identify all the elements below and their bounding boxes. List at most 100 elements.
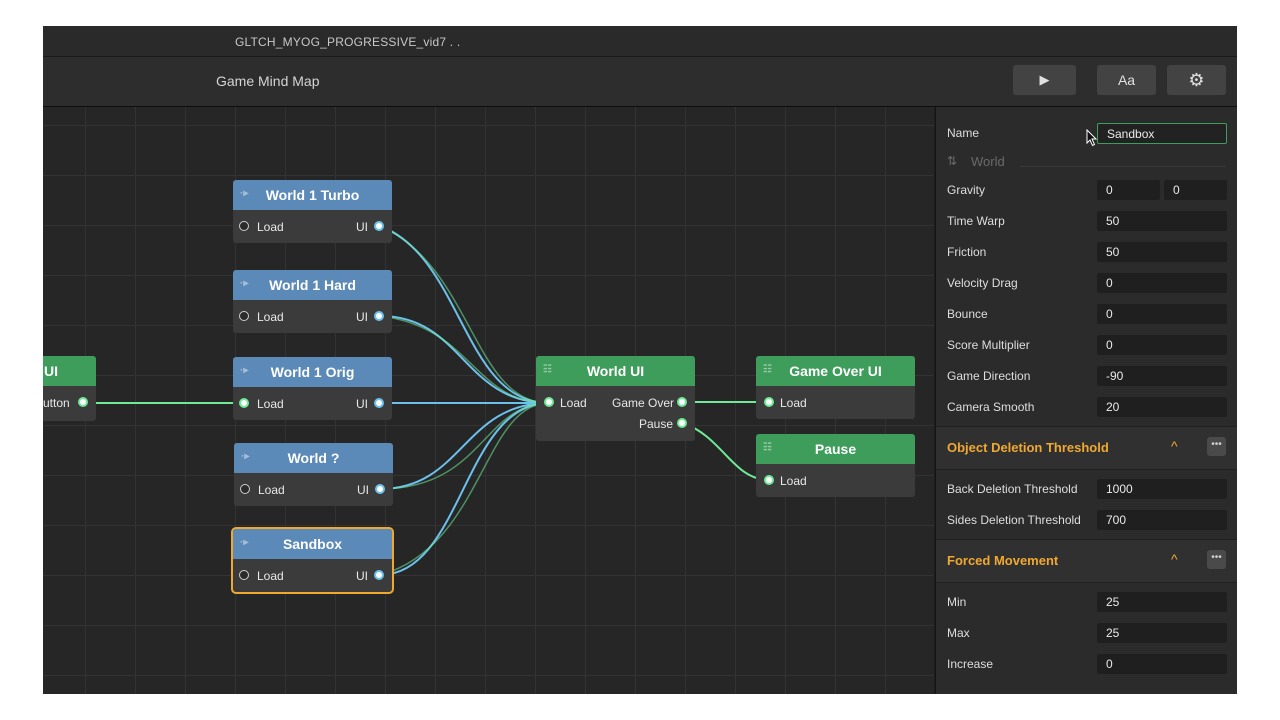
font-button[interactable]: Aa bbox=[1097, 65, 1156, 95]
node-title: World 1 Orig bbox=[270, 364, 355, 380]
node-header: ·▸World 1 Turbo bbox=[233, 180, 392, 210]
connection-wires bbox=[83, 225, 770, 576]
output-pin[interactable] bbox=[374, 311, 384, 321]
max-input[interactable]: 25 bbox=[1097, 623, 1227, 643]
node-title: World ? bbox=[287, 450, 340, 466]
input-pin[interactable] bbox=[544, 397, 554, 407]
title-bar: GLTCH_MYOG_PROGRESSIVE_vid7 . . bbox=[43, 26, 1237, 57]
prop-label-velocity-drag: Velocity Drag bbox=[947, 276, 1018, 290]
prop-label-time-warp: Time Warp bbox=[947, 214, 1005, 228]
wire-sandbox-to-worldui bbox=[379, 402, 550, 576]
node-title: World 1 Hard bbox=[269, 277, 356, 293]
time-warp-input[interactable]: 50 bbox=[1097, 211, 1227, 231]
name-input[interactable]: Sandbox bbox=[1097, 123, 1227, 144]
inspector-panel: Name Sandbox ⇅ World Gravity 0 0 Time Wa… bbox=[935, 107, 1237, 694]
increase-input[interactable]: 0 bbox=[1097, 654, 1227, 674]
prop-label-score-multiplier: Score Multiplier bbox=[947, 338, 1030, 352]
node-header: ·▸ World 1 Orig bbox=[233, 357, 392, 387]
mouse-cursor-icon bbox=[1086, 129, 1098, 147]
prop-label-max: Max bbox=[947, 626, 970, 640]
wire-q-to-worldui bbox=[379, 402, 550, 490]
min-input[interactable]: 25 bbox=[1097, 592, 1227, 612]
bounce-input[interactable]: 0 bbox=[1097, 304, 1227, 324]
node-world-unknown[interactable]: ·▸World ? Load UI bbox=[234, 443, 393, 506]
port-label: UI bbox=[356, 397, 368, 411]
play-button[interactable]: ▶ bbox=[1013, 65, 1076, 95]
prop-label-increase: Increase bbox=[947, 657, 994, 671]
friction-input[interactable]: 50 bbox=[1097, 242, 1227, 262]
wire-turbo-to-worldui bbox=[379, 225, 550, 404]
node-list-icon: ☷ bbox=[763, 442, 772, 453]
input-pin[interactable] bbox=[764, 475, 774, 485]
section-title: Forced Movement bbox=[947, 553, 1059, 568]
port-label: UI bbox=[356, 569, 368, 583]
output-pin-game-over[interactable] bbox=[677, 397, 687, 407]
wire-sandbox-green bbox=[379, 402, 550, 576]
font-label: Aa bbox=[1117, 72, 1136, 88]
input-pin[interactable] bbox=[239, 570, 249, 580]
node-game-over-ui[interactable]: ☷Game Over UI Load bbox=[756, 356, 915, 419]
node-title: World UI bbox=[586, 363, 645, 379]
node-type-icon: ·▸ bbox=[240, 188, 249, 199]
sliders-icon: ⇅ bbox=[947, 154, 958, 168]
app-window: GLTCH_MYOG_PROGRESSIVE_vid7 . . Game Min… bbox=[43, 26, 1237, 694]
output-pin[interactable] bbox=[374, 570, 384, 580]
wire-hard-green bbox=[379, 315, 550, 404]
section-forced-movement[interactable]: Forced Movement ^ ••• bbox=[936, 539, 1237, 583]
node-graph-canvas[interactable]: UI utton ·▸World 1 Turbo Load UI ·▸World… bbox=[43, 107, 934, 694]
node-header: ·▸World 1 Hard bbox=[233, 270, 392, 300]
back-deletion-input[interactable]: 1000 bbox=[1097, 479, 1227, 499]
node-type-icon: ·▸ bbox=[240, 365, 249, 376]
prop-label-friction: Friction bbox=[947, 245, 987, 259]
section-object-deletion-threshold[interactable]: Object Deletion Threshold ^ ••• bbox=[936, 426, 1237, 470]
output-pin[interactable] bbox=[78, 397, 88, 407]
more-options-button[interactable]: ••• bbox=[1207, 550, 1226, 569]
node-title: Game Over UI bbox=[789, 363, 882, 379]
node-partial-ui[interactable]: UI utton bbox=[43, 356, 96, 421]
input-pin[interactable] bbox=[239, 221, 249, 231]
output-pin[interactable] bbox=[374, 398, 384, 408]
more-options-button[interactable]: ••• bbox=[1207, 437, 1226, 456]
game-direction-input[interactable]: -90 bbox=[1097, 366, 1227, 386]
output-pin[interactable] bbox=[375, 484, 385, 494]
collapse-caret-icon[interactable]: ^ bbox=[1171, 551, 1178, 567]
node-type-icon: ·▸ bbox=[241, 451, 250, 462]
score-multiplier-input[interactable]: 0 bbox=[1097, 335, 1227, 355]
input-pin[interactable] bbox=[239, 311, 249, 321]
sides-deletion-input[interactable]: 700 bbox=[1097, 510, 1227, 530]
port-label: Load bbox=[257, 569, 284, 583]
node-header: ☷World UI bbox=[536, 356, 695, 386]
port-label: UI bbox=[356, 310, 368, 324]
node-sandbox[interactable]: ·▸Sandbox Load UI bbox=[231, 527, 394, 594]
prop-label-gravity: Gravity bbox=[947, 183, 986, 197]
gravity-y-input[interactable]: 0 bbox=[1164, 180, 1227, 200]
port-label: utton bbox=[43, 396, 70, 410]
output-pin-pause[interactable] bbox=[677, 418, 687, 428]
input-pin[interactable] bbox=[764, 397, 774, 407]
node-title: UI bbox=[44, 363, 58, 379]
wire-turbo-green bbox=[379, 225, 550, 404]
velocity-drag-input[interactable]: 0 bbox=[1097, 273, 1227, 293]
node-pause[interactable]: ☷Pause Load bbox=[756, 434, 915, 497]
group-label: World bbox=[971, 154, 1005, 169]
node-title: Sandbox bbox=[282, 536, 343, 552]
node-world-1-turbo[interactable]: ·▸World 1 Turbo Load UI bbox=[233, 180, 392, 243]
input-pin[interactable] bbox=[239, 398, 249, 408]
wire-q-green bbox=[379, 402, 550, 490]
document-title: Game Mind Map bbox=[216, 73, 320, 89]
settings-button[interactable]: ⚙ bbox=[1167, 65, 1226, 95]
node-world-1-hard[interactable]: ·▸World 1 Hard Load UI bbox=[233, 270, 392, 333]
node-world-ui[interactable]: ☷World UI Load Game Over Pause bbox=[536, 356, 695, 441]
output-pin[interactable] bbox=[374, 221, 384, 231]
port-label: Load bbox=[780, 396, 807, 410]
prop-label-back-deletion: Back Deletion Threshold bbox=[947, 482, 1078, 496]
toolbar: Game Mind Map ▶ Aa ⚙ bbox=[43, 57, 1237, 107]
node-world-1-orig[interactable]: ·▸World 1 Orig Load UI bbox=[233, 357, 392, 420]
name-label: Name bbox=[947, 126, 980, 140]
gravity-x-input[interactable]: 0 bbox=[1097, 180, 1160, 200]
camera-smooth-input[interactable]: 20 bbox=[1097, 397, 1227, 417]
input-pin[interactable] bbox=[240, 484, 250, 494]
node-header: ·▸Sandbox bbox=[233, 529, 392, 559]
collapse-caret-icon[interactable]: ^ bbox=[1171, 438, 1178, 454]
port-label: UI bbox=[357, 483, 369, 497]
